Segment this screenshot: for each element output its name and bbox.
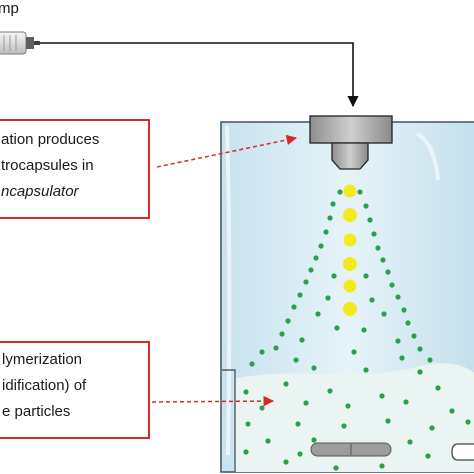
nozzle-icon (309, 115, 393, 170)
particle (425, 453, 431, 459)
particle (369, 297, 375, 303)
particle (337, 189, 343, 195)
callout-text: ncapsulator (1, 183, 79, 200)
particle (331, 273, 337, 279)
callout-text: ation produces (1, 131, 100, 148)
particle (363, 273, 369, 279)
syringe-icon (0, 31, 40, 55)
particles (243, 189, 471, 471)
particle (371, 231, 377, 237)
particle (363, 203, 369, 209)
particle (330, 201, 336, 207)
particle (325, 295, 331, 301)
particle (357, 189, 363, 195)
particle (465, 419, 471, 425)
particle (311, 365, 317, 371)
particle (333, 465, 339, 471)
particle (334, 325, 340, 331)
particle (297, 451, 303, 457)
particle (405, 320, 411, 326)
particle (379, 463, 385, 469)
particle (308, 267, 314, 273)
particle (449, 408, 455, 414)
particle (381, 311, 387, 317)
particle (297, 292, 303, 298)
particle (411, 333, 417, 339)
particle (323, 229, 329, 235)
particle (351, 349, 357, 355)
droplet (343, 208, 357, 222)
particle (283, 381, 289, 387)
encapsulator-tank (220, 121, 474, 473)
particle (318, 243, 324, 249)
particle (417, 346, 423, 352)
particle (385, 418, 391, 424)
particle (243, 449, 249, 455)
particle (265, 438, 271, 444)
particle (279, 331, 285, 337)
callout-arrow-bottom (151, 395, 275, 407)
callout-microcapsule-formation: ation produces trocapsules in ncapsulato… (0, 119, 150, 219)
droplet (343, 279, 357, 293)
particle (245, 421, 251, 427)
particle (417, 369, 423, 375)
particle (285, 318, 291, 324)
callout-arrow-top (156, 134, 298, 168)
droplet (343, 184, 357, 198)
particle (295, 421, 301, 427)
callout-text: trocapsules in (1, 157, 94, 174)
liquid-bath (235, 363, 474, 472)
particle (327, 215, 333, 221)
droplet (343, 257, 357, 271)
particle (367, 217, 373, 223)
particle (315, 311, 321, 317)
particle (385, 269, 391, 275)
particle (361, 327, 367, 333)
particle (429, 425, 435, 431)
particle (259, 349, 265, 355)
particle (259, 405, 265, 411)
particle (299, 337, 305, 343)
callout-text: lymerization (2, 351, 83, 368)
callout-text: idification) of (2, 377, 87, 394)
particle (341, 423, 347, 429)
particle (311, 437, 317, 443)
pump-label: mp (0, 0, 19, 17)
particle (363, 367, 369, 373)
particle (389, 282, 395, 288)
droplet (343, 233, 357, 247)
particle (283, 459, 289, 465)
droplet (343, 302, 357, 316)
particle (273, 345, 279, 351)
particle (379, 393, 385, 399)
particle (395, 294, 401, 300)
feed-tube-arrow (40, 42, 359, 108)
particle (293, 357, 299, 363)
particle (327, 388, 333, 394)
particle (291, 304, 297, 310)
callout-text: e particles (2, 403, 71, 420)
particle (399, 355, 405, 361)
particle (395, 338, 401, 344)
particle (249, 361, 255, 367)
particle (435, 385, 441, 391)
particle (345, 403, 351, 409)
particle (303, 279, 309, 285)
outlet-port (451, 443, 474, 461)
particle (401, 307, 407, 313)
particle (313, 255, 319, 261)
particle (407, 439, 413, 445)
particle (375, 245, 381, 251)
particle (427, 357, 433, 363)
callout-polymerization: lymerization idification) of e particles (0, 341, 150, 439)
particle (243, 389, 249, 395)
particle (380, 257, 386, 263)
particle (303, 400, 309, 406)
particle (403, 399, 409, 405)
droplets (343, 184, 357, 316)
